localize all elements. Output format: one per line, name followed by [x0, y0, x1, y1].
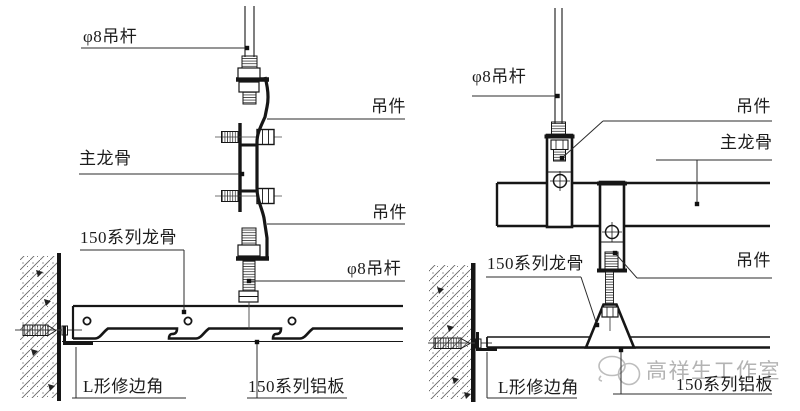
label-left-rod-top: φ8吊杆: [83, 27, 138, 46]
label-right-alu-panel: 150系列铝板: [676, 375, 773, 394]
left-main-runner-section: [238, 123, 258, 212]
studio-watermark: 高祥生工作室: [646, 359, 781, 383]
left-panel-profile: [62, 304, 403, 342]
label-left-hanger-bottom: 吊件: [372, 203, 407, 222]
right-hanger-clip-top: [544, 133, 575, 229]
label-right-series-runner: 150系列龙骨: [487, 254, 584, 273]
left-trim-angle: [63, 326, 93, 345]
right-wall: [429, 263, 476, 402]
label-left-trim-angle: L形修边角: [83, 377, 164, 396]
left-view-linework: [15, 6, 403, 401]
right-trim-angle: [476, 332, 497, 351]
label-left-hanger-top: 吊件: [371, 97, 406, 116]
right-series-runner-clip: [584, 303, 636, 349]
left-clamp-bolt-lower: [215, 187, 282, 205]
right-carrier-rod: [605, 270, 614, 306]
leader-lines: [72, 45, 772, 399]
right-hanger-rod: [551, 8, 566, 137]
right-view-linework: [428, 8, 770, 402]
right-main-runner: [495, 181, 770, 228]
left-hanger-rod-top: [237, 6, 261, 105]
label-left-rod-bottom: φ8吊杆: [347, 259, 402, 278]
label-right-rod: φ8吊杆: [472, 67, 527, 86]
label-right-hanger-top: 吊件: [736, 97, 771, 116]
left-clamp-bolt-upper: [215, 128, 282, 146]
label-right-hanger-bottom: 吊件: [736, 251, 771, 270]
label-right-main-runner: 主龙骨: [720, 133, 773, 152]
label-left-main-runner: 主龙骨: [79, 149, 132, 168]
left-hanger-rod-bottom: [237, 227, 261, 329]
label-left-series-runner: 150系列龙骨: [80, 228, 177, 247]
label-left-alu-panel: 150系列铝板: [248, 377, 345, 396]
left-hanger-bracket: [236, 76, 270, 261]
right-hanger-clip-bottom: [597, 180, 627, 273]
label-right-trim-angle: L形修边角: [498, 378, 579, 397]
right-expansion-bolt: [428, 337, 492, 349]
studio-logo-icon: [598, 355, 641, 386]
